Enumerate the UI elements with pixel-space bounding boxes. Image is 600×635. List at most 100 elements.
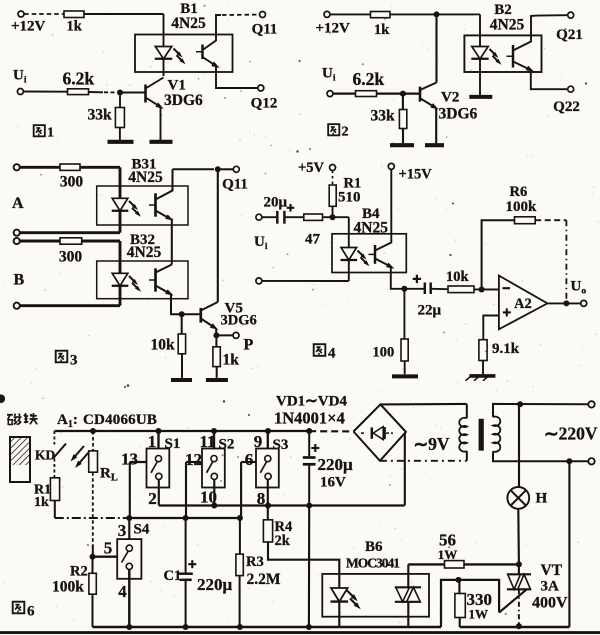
svg-text:Q12: Q12 — [251, 96, 278, 112]
svg-text:16V: 16V — [320, 475, 346, 491]
svg-text:Q22: Q22 — [553, 99, 580, 115]
svg-text:10: 10 — [200, 488, 217, 507]
svg-text:Q11: Q11 — [222, 177, 248, 193]
svg-text:3: 3 — [70, 353, 78, 369]
svg-text:2.2M: 2.2M — [247, 571, 281, 588]
svg-text:R6: R6 — [510, 184, 528, 200]
svg-text:2: 2 — [342, 125, 349, 140]
svg-text:R1: R1 — [344, 176, 362, 192]
svg-text:P: P — [244, 337, 254, 354]
svg-text:22μ: 22μ — [418, 303, 442, 319]
svg-text:56: 56 — [439, 531, 456, 550]
svg-text:4: 4 — [118, 582, 127, 601]
svg-text:4N25: 4N25 — [171, 15, 206, 32]
svg-text:47: 47 — [305, 232, 321, 248]
svg-text:A: A — [12, 195, 24, 212]
svg-text:6.2k: 6.2k — [63, 69, 95, 89]
svg-text:8: 8 — [257, 489, 266, 508]
svg-text:10k: 10k — [446, 269, 470, 285]
svg-text:300: 300 — [59, 249, 83, 266]
svg-text:4N25: 4N25 — [490, 17, 525, 34]
svg-text:V5: V5 — [225, 301, 243, 317]
svg-text:100: 100 — [373, 345, 395, 361]
svg-text:4N25: 4N25 — [128, 169, 163, 186]
svg-text:B4: B4 — [362, 206, 380, 222]
svg-text:A1:: A1: — [57, 412, 78, 430]
svg-text:Uo: Uo — [571, 279, 587, 297]
svg-text:3DG6: 3DG6 — [439, 106, 478, 123]
svg-text:4N25: 4N25 — [127, 244, 162, 261]
svg-text:V1: V1 — [168, 78, 186, 94]
svg-text:VD1∼VD4: VD1∼VD4 — [276, 394, 347, 410]
svg-text:1k: 1k — [223, 352, 240, 369]
svg-text:∼9V: ∼9V — [414, 434, 450, 454]
svg-text:B2: B2 — [494, 2, 512, 18]
svg-text:400V: 400V — [532, 595, 568, 612]
svg-text:1: 1 — [47, 126, 54, 141]
svg-text:9: 9 — [254, 432, 263, 451]
svg-text:VT: VT — [541, 562, 563, 579]
svg-text:33k: 33k — [88, 107, 113, 124]
svg-text:13: 13 — [121, 450, 138, 469]
svg-text:R1: R1 — [34, 483, 51, 498]
svg-text:1W: 1W — [469, 607, 489, 622]
svg-text:9.1k: 9.1k — [492, 341, 520, 357]
svg-text:330: 330 — [467, 590, 493, 609]
svg-text:10k: 10k — [151, 337, 176, 354]
svg-text:33k: 33k — [371, 108, 396, 125]
svg-text:+12V: +12V — [316, 21, 351, 37]
svg-text:S4: S4 — [134, 522, 150, 538]
svg-text:MOC3041: MOC3041 — [346, 556, 400, 571]
svg-text:1N4001×4: 1N4001×4 — [274, 409, 345, 428]
svg-text:12: 12 — [185, 450, 202, 469]
svg-text:B: B — [14, 272, 25, 289]
svg-text:S3: S3 — [273, 437, 289, 453]
svg-text:B32: B32 — [130, 232, 155, 248]
svg-text:+15V: +15V — [399, 167, 433, 183]
svg-text:+5V: +5V — [298, 160, 325, 176]
svg-text:100k: 100k — [506, 199, 538, 215]
svg-text:220μ: 220μ — [318, 455, 354, 474]
svg-text:3DG6: 3DG6 — [221, 313, 257, 329]
svg-text:B1: B1 — [180, 1, 198, 17]
svg-text:V2: V2 — [441, 90, 459, 106]
svg-text:B6: B6 — [365, 539, 383, 555]
svg-text:6: 6 — [245, 450, 254, 469]
svg-text:Ui: Ui — [13, 68, 27, 86]
svg-text:100k: 100k — [52, 579, 84, 596]
svg-text:300: 300 — [60, 174, 84, 191]
svg-text:510: 510 — [338, 190, 361, 206]
svg-text:1k: 1k — [67, 19, 83, 35]
svg-text:1k: 1k — [374, 22, 390, 38]
svg-text:3A: 3A — [541, 579, 560, 595]
svg-text:CD4066UB: CD4066UB — [83, 412, 157, 428]
svg-text:6.2k: 6.2k — [353, 69, 385, 89]
svg-text:Q11: Q11 — [252, 22, 278, 38]
svg-text:R4: R4 — [275, 519, 293, 535]
svg-text:B31: B31 — [131, 157, 156, 173]
svg-text:Ui: Ui — [254, 234, 268, 252]
svg-text:6: 6 — [27, 604, 35, 620]
svg-text:5: 5 — [104, 539, 113, 558]
svg-text:20μ: 20μ — [264, 195, 288, 211]
svg-text:2k: 2k — [275, 533, 291, 549]
svg-text:1k: 1k — [34, 495, 49, 510]
svg-text:KD: KD — [35, 448, 56, 463]
svg-text:S1: S1 — [165, 436, 181, 452]
svg-text:R2: R2 — [70, 564, 88, 580]
svg-text:4N25: 4N25 — [354, 220, 389, 237]
svg-text:11: 11 — [199, 432, 215, 451]
svg-text:3: 3 — [118, 521, 127, 540]
svg-text:A2: A2 — [514, 296, 532, 312]
svg-text:Ui: Ui — [322, 66, 336, 84]
svg-text:1: 1 — [148, 432, 157, 451]
svg-text:2: 2 — [148, 489, 157, 508]
svg-text:4: 4 — [328, 346, 336, 362]
svg-text:+12V: +12V — [11, 19, 46, 35]
svg-text:R3: R3 — [246, 554, 264, 570]
svg-text:RL: RL — [100, 466, 118, 484]
svg-text:H: H — [536, 491, 548, 507]
svg-text:S2: S2 — [219, 437, 235, 453]
svg-text:220μ: 220μ — [197, 575, 233, 594]
svg-text:3DG6: 3DG6 — [164, 92, 203, 109]
